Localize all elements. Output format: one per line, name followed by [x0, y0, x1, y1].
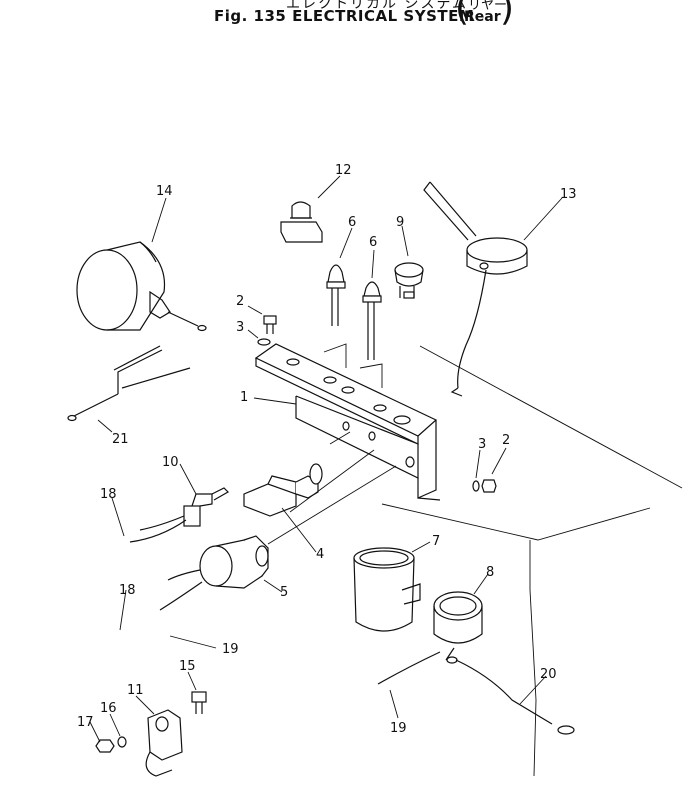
callout-5: 5	[280, 585, 288, 600]
work-lamp	[76, 241, 207, 332]
callout-4: 4	[316, 547, 324, 562]
title-japanese: エレクトリカル システム	[286, 0, 469, 12]
wire-harness	[67, 345, 191, 422]
ground-wire	[446, 656, 575, 735]
leader-lines	[89, 175, 563, 743]
callout-1: 1	[240, 390, 248, 405]
callout-10: 10	[162, 455, 179, 470]
nut-right	[472, 479, 497, 493]
title-rear: Rear	[464, 9, 501, 25]
callout-19a: 19	[222, 642, 239, 657]
toggle-switch	[129, 487, 229, 543]
callout-8: 8	[486, 565, 494, 580]
phantom-lines	[267, 345, 683, 777]
buzzer	[280, 201, 323, 243]
callout-18b: 18	[119, 583, 136, 598]
callout-3b: 3	[478, 437, 486, 452]
meter-case	[353, 547, 421, 632]
callout-15: 15	[179, 659, 196, 674]
callout-20: 20	[540, 667, 557, 682]
callout-6b: 6	[369, 235, 377, 250]
title-figure: Fig. 135 ELECTRICAL SYSTEM	[214, 7, 475, 25]
callout-12: 12	[335, 163, 352, 178]
callout-11: 11	[127, 683, 144, 698]
callout-16: 16	[100, 701, 117, 716]
panel-bracket	[254, 343, 441, 501]
relay-assembly	[95, 691, 207, 777]
bolt-upper	[257, 315, 277, 346]
pilot-lamp-b	[362, 281, 382, 360]
callout-17: 17	[77, 715, 94, 730]
callout-21: 21	[112, 432, 129, 447]
switch-block	[243, 463, 323, 517]
lamp-clamp	[423, 181, 528, 397]
callout-13: 13	[560, 187, 577, 202]
title-rear-japanese: リヤー	[468, 0, 508, 13]
callout-2a: 2	[236, 294, 244, 309]
paren-open: (	[455, 0, 470, 29]
gauge	[377, 591, 483, 685]
callout-19b: 19	[390, 721, 407, 736]
callout-3a: 3	[236, 320, 244, 335]
paren-close: )	[500, 0, 515, 29]
switch-9	[394, 262, 424, 299]
pilot-lamp-a	[326, 264, 346, 326]
callout-7: 7	[432, 534, 440, 549]
callout-6a: 6	[348, 215, 356, 230]
callout-14: 14	[156, 184, 173, 199]
callout-2b: 2	[502, 433, 510, 448]
figure-title: エレクトリカル システム Fig. 135 ELECTRICAL SYSTEM …	[0, 0, 695, 32]
callout-9: 9	[396, 215, 404, 230]
callout-18a: 18	[100, 487, 117, 502]
starting-switch	[159, 535, 269, 611]
